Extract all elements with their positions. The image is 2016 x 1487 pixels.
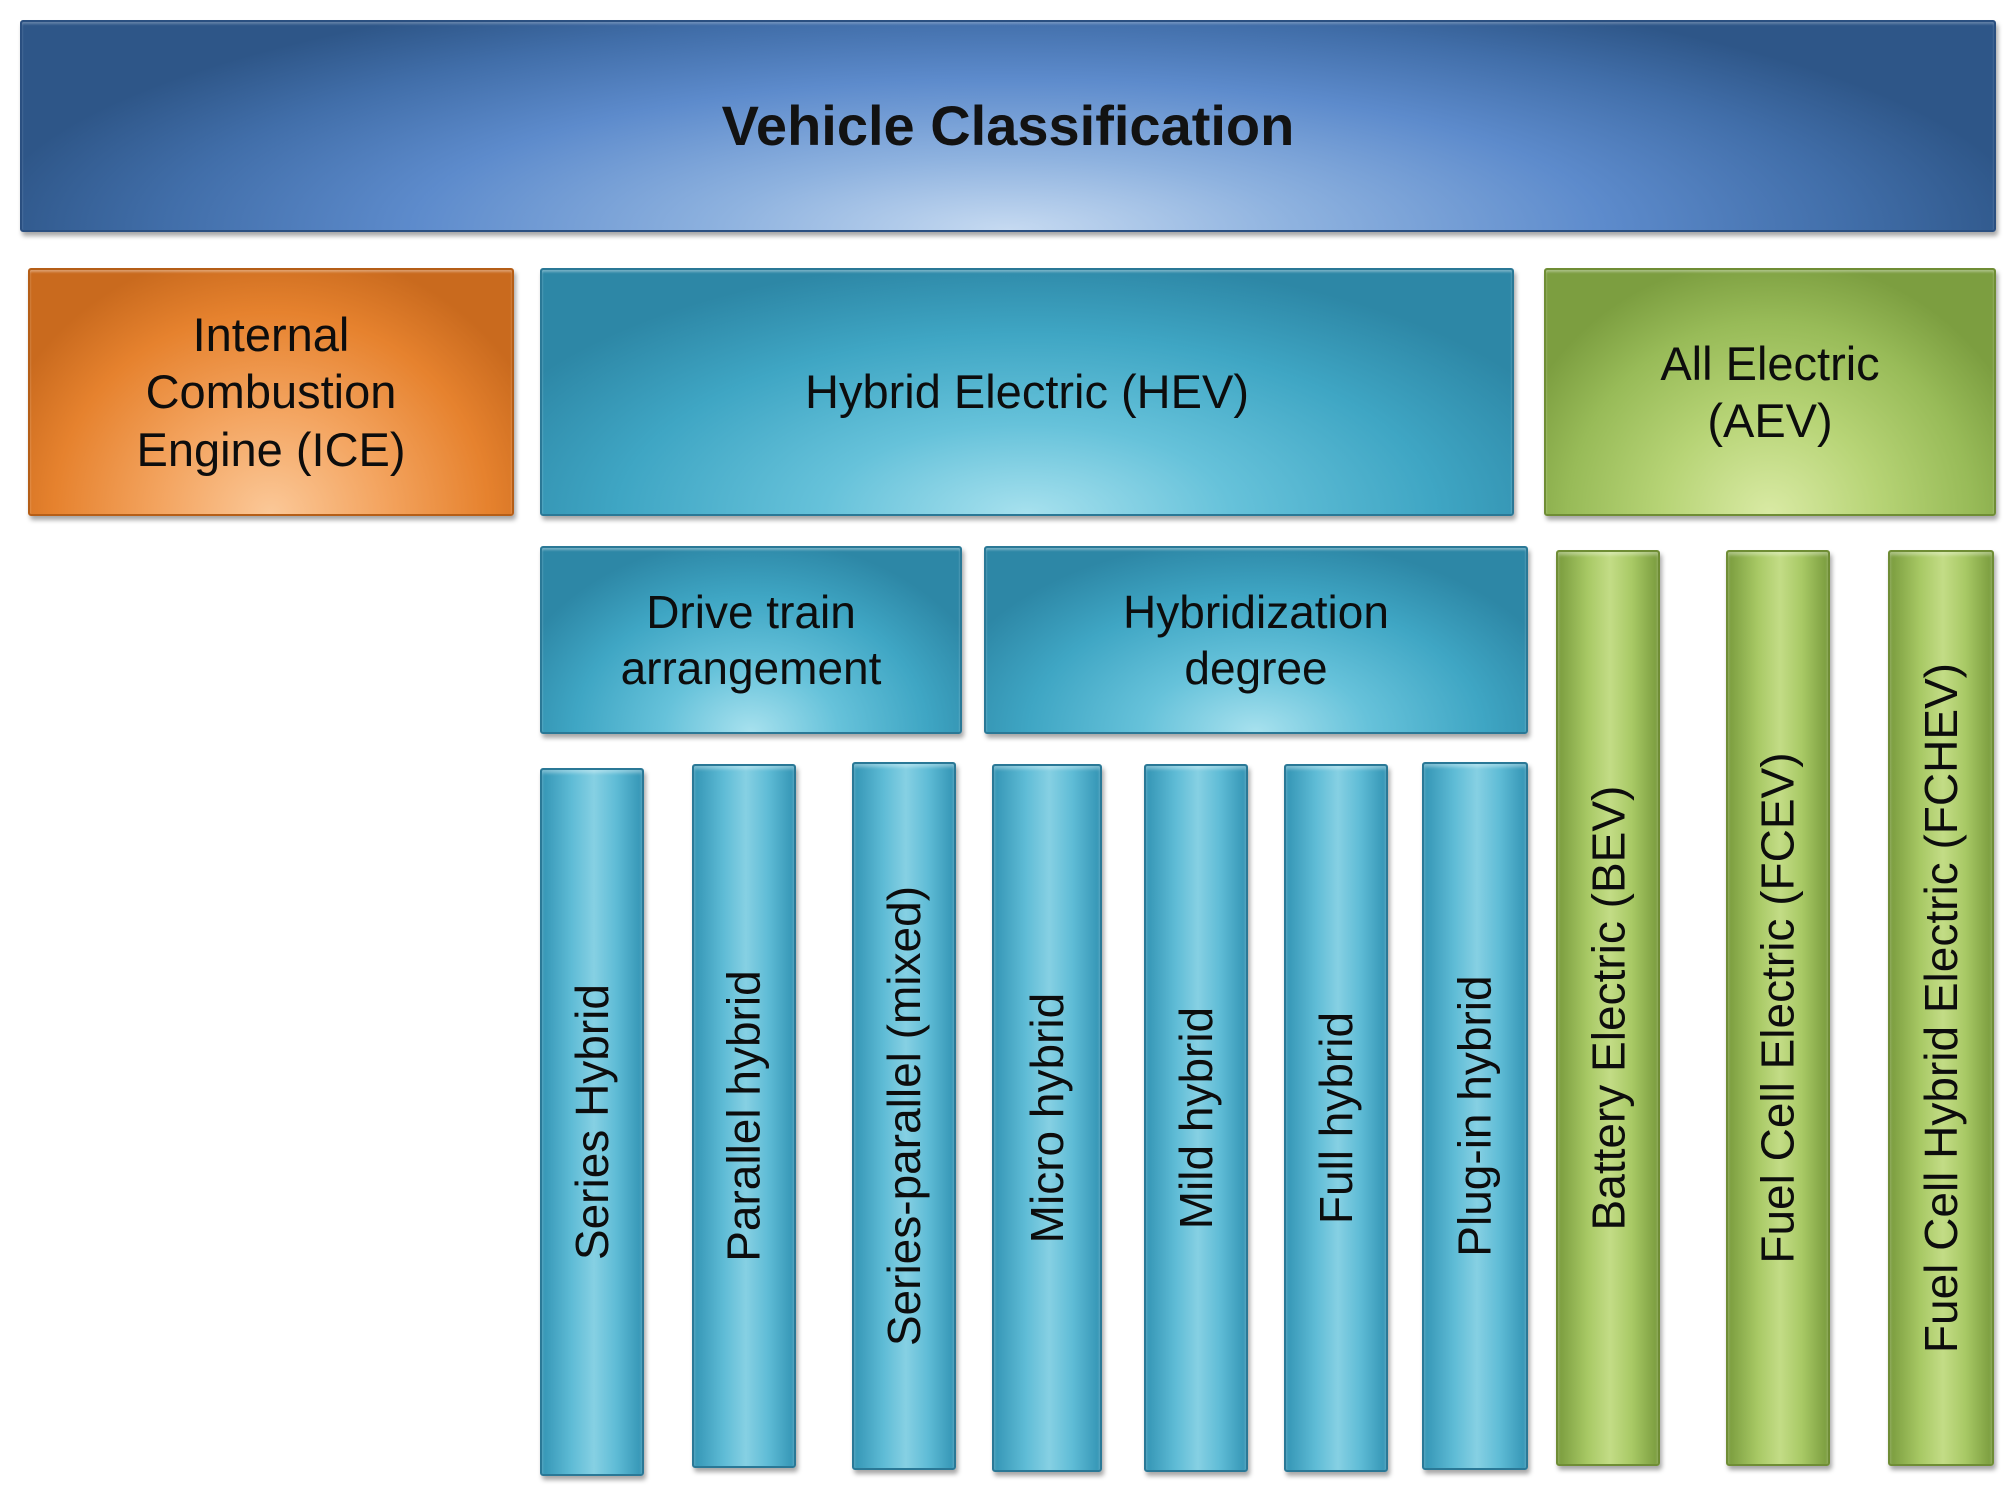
- hybridization-degree-box: Hybridization degree: [984, 546, 1528, 734]
- vehicle-classification-box: Vehicle Classification: [20, 20, 1996, 232]
- series-hybrid-label: Series Hybrid: [565, 983, 618, 1261]
- series-parallel-box: Series-parallel (mixed): [852, 762, 956, 1470]
- aev-label: All Electric (AEV): [1660, 336, 1880, 447]
- aev-box: All Electric (AEV): [1544, 268, 1996, 516]
- drive-train-box: Drive train arrangement: [540, 546, 962, 734]
- full-hybrid-box: Full hybrid: [1284, 764, 1388, 1472]
- hev-label: Hybrid Electric (HEV): [805, 365, 1249, 419]
- bev-box: Battery Electric (BEV): [1556, 550, 1660, 1466]
- series-hybrid-box: Series Hybrid: [540, 768, 644, 1476]
- ice-label: Internal Combustion Engine (ICE): [136, 308, 406, 476]
- plug-in-hybrid-label: Plug-in hybrid: [1448, 975, 1501, 1257]
- ice-box: Internal Combustion Engine (ICE): [28, 268, 514, 516]
- hybridization-degree-label: Hybridization degree: [1123, 585, 1389, 694]
- micro-hybrid-label: Micro hybrid: [1020, 992, 1073, 1244]
- micro-hybrid-box: Micro hybrid: [992, 764, 1102, 1472]
- mild-hybrid-label: Mild hybrid: [1169, 1006, 1222, 1230]
- mild-hybrid-box: Mild hybrid: [1144, 764, 1248, 1472]
- drive-train-label: Drive train arrangement: [620, 585, 882, 694]
- hev-box: Hybrid Electric (HEV): [540, 268, 1514, 516]
- bev-label: Battery Electric (BEV): [1581, 785, 1634, 1231]
- fcev-box: Fuel Cell Electric (FCEV): [1726, 550, 1830, 1466]
- parallel-hybrid-box: Parallel hybrid: [692, 764, 796, 1468]
- series-parallel-label: Series-parallel (mixed): [877, 885, 930, 1347]
- fchev-label: Fuel Cell Hybrid Electric (FCHEV): [1914, 662, 1967, 1354]
- diagram-title: Vehicle Classification: [721, 93, 1295, 157]
- plug-in-hybrid-box: Plug-in hybrid: [1422, 762, 1528, 1470]
- full-hybrid-label: Full hybrid: [1309, 1011, 1362, 1225]
- fchev-box: Fuel Cell Hybrid Electric (FCHEV): [1888, 550, 1994, 1466]
- fcev-label: Fuel Cell Electric (FCEV): [1751, 752, 1804, 1264]
- parallel-hybrid-label: Parallel hybrid: [717, 970, 770, 1262]
